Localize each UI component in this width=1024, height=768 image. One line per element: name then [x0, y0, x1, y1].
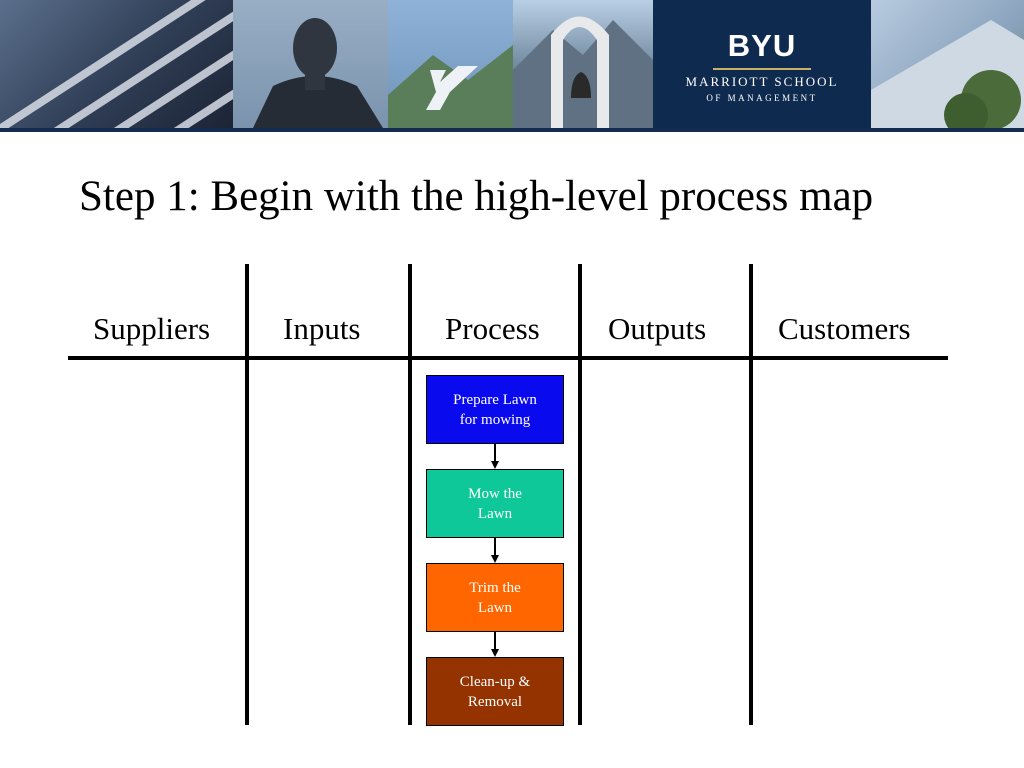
- process-step-mow-lawn: Mow the Lawn: [426, 469, 564, 538]
- column-header-inputs: Inputs: [283, 311, 361, 346]
- column-header-customers: Customers: [778, 311, 911, 346]
- flow-arrow-down: [491, 632, 499, 657]
- process-step-cleanup: Clean-up & Removal: [426, 657, 564, 726]
- logo-rule: [713, 68, 811, 70]
- column-header-outputs: Outputs: [608, 311, 707, 346]
- banner-photo-statue: [233, 0, 388, 128]
- process-step-prepare-lawn: Prepare Lawn for mowing: [426, 375, 564, 444]
- column-divider: [749, 264, 753, 725]
- logo-line-school: MARRIOTT SCHOOL: [685, 74, 839, 89]
- banner-divider: [0, 128, 1024, 132]
- column-divider: [408, 264, 412, 725]
- logo-wordmark: BYU: [727, 28, 797, 63]
- flow-arrow-down: [491, 538, 499, 563]
- banner-photo-bell-tower: [513, 0, 653, 128]
- banner-photo-mountain-y: [388, 0, 513, 128]
- banner-photo-building: [0, 0, 233, 128]
- process-step-trim-lawn: Trim the Lawn: [426, 563, 564, 632]
- column-divider: [578, 264, 582, 725]
- byu-marriott-logo: BYU MARRIOTT SCHOOL OF MANAGEMENT: [653, 0, 871, 128]
- column-divider: [245, 264, 249, 725]
- column-header-process: Process: [445, 311, 540, 346]
- slide-title: Step 1: Begin with the high-level proces…: [79, 173, 874, 220]
- header-underline: [68, 356, 948, 360]
- logo-line-management: OF MANAGEMENT: [706, 93, 818, 103]
- banner-photo-glass-building: [871, 0, 1024, 128]
- header-banner: BYU MARRIOTT SCHOOL OF MANAGEMENT: [0, 0, 1024, 128]
- column-header-suppliers: Suppliers: [93, 311, 211, 346]
- flow-arrow-down: [491, 444, 499, 469]
